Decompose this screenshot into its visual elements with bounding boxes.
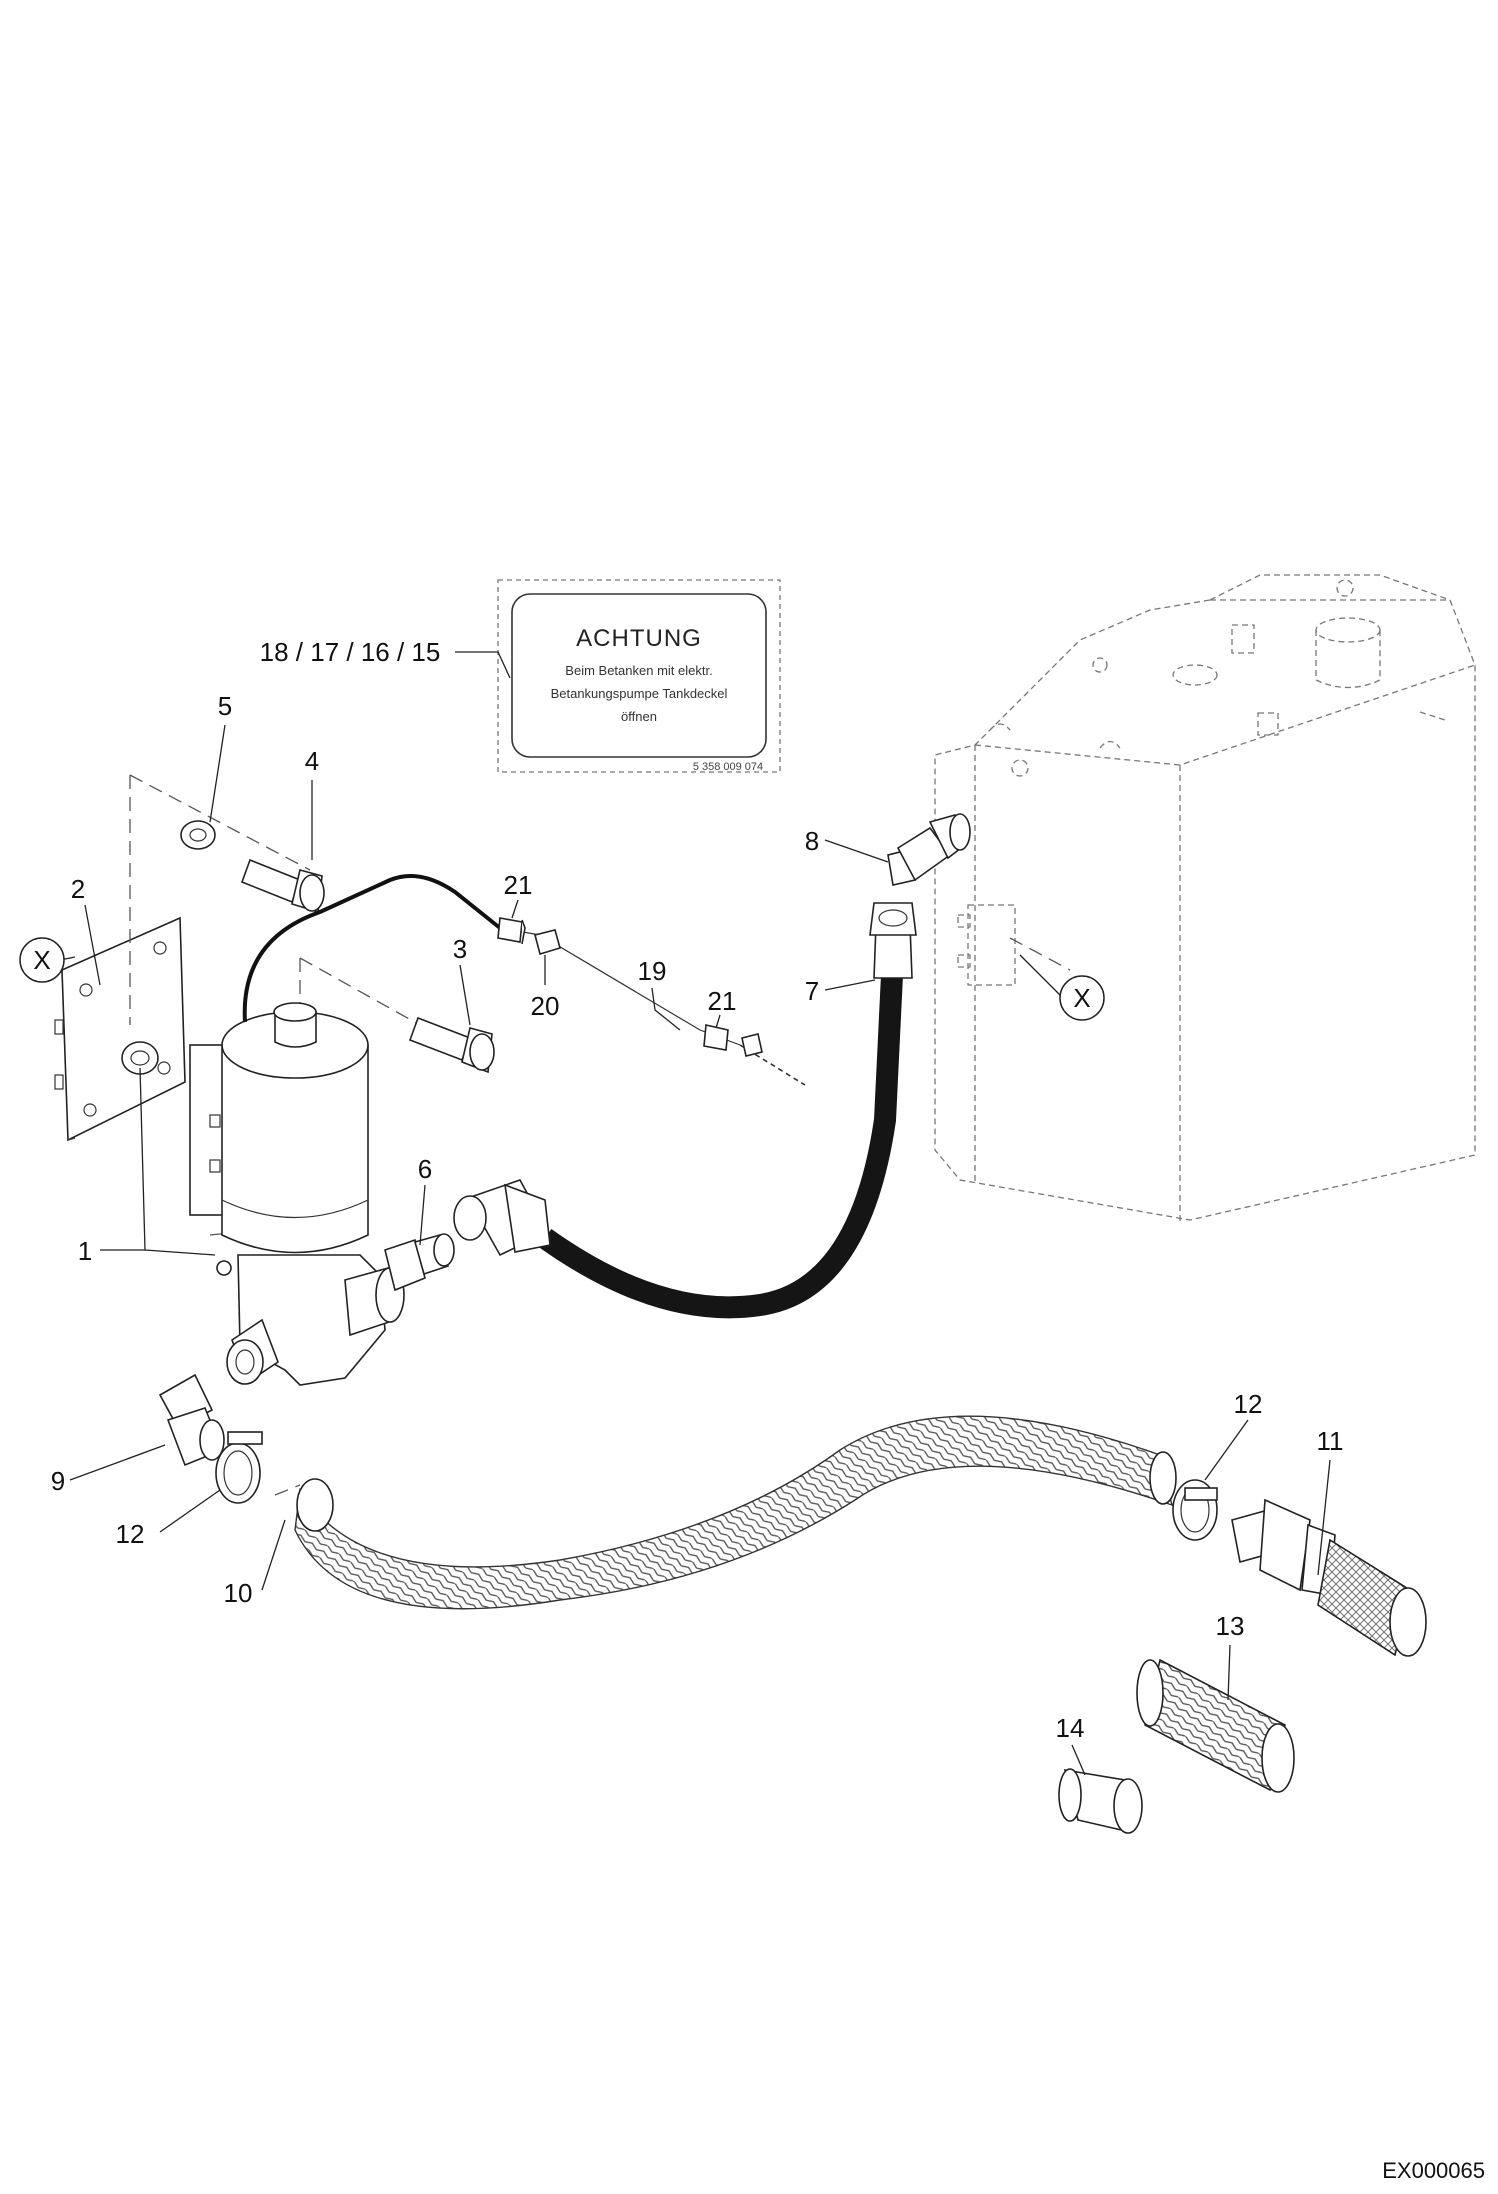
callout-19: 19 — [638, 956, 667, 986]
callout-11: 11 — [1317, 1426, 1344, 1456]
alignment-line-7 — [1009, 937, 1071, 971]
fuel-pump — [189, 1002, 405, 1386]
warning-line-1: Beim Betanken mit elektr. — [565, 663, 712, 678]
callout-5: 5 — [218, 691, 232, 721]
alignment-line-2 — [129, 774, 311, 871]
callout-4: 4 — [305, 746, 319, 776]
screw-3 — [408, 1016, 495, 1074]
callout-3: 3 — [453, 934, 467, 964]
protective-cap-14 — [1058, 1768, 1143, 1834]
callout-21-a: 21 — [504, 870, 533, 900]
callout-6: 6 — [418, 1154, 432, 1184]
filter-sleeve-13 — [1136, 1658, 1295, 1793]
alignment-line-6 — [274, 1484, 301, 1496]
warning-title: ACHTUNG — [576, 625, 702, 652]
reference-marker-right: X — [1019, 954, 1105, 1021]
washer-5 — [180, 820, 216, 850]
nipple-6 — [384, 1233, 455, 1292]
alignment-line-3 — [299, 957, 421, 1026]
pressure-hose-7 — [453, 902, 917, 1319]
callout-21-b: 21 — [708, 986, 737, 1016]
hose-clamp-12-left — [215, 1431, 263, 1504]
callout-10: 10 — [224, 1578, 253, 1608]
warning-line-3: öffnen — [621, 709, 657, 724]
wire-harness-19 — [242, 874, 806, 1086]
warning-label: ACHTUNG Beim Betanken mit elektr. Betank… — [497, 579, 781, 773]
braided-suction-hose-10 — [294, 1415, 1177, 1610]
callout-12-left: 12 — [116, 1519, 145, 1549]
drawing-id: EX000065 — [1382, 2158, 1485, 2183]
reference-x-right: X — [1073, 983, 1090, 1013]
warning-code: 5 358 009 074 — [693, 761, 763, 773]
reference-marker-left: X — [19, 937, 76, 983]
callout-2: 2 — [71, 874, 85, 904]
callout-18-17-16-15: 18 / 17 / 16 / 15 — [260, 637, 441, 667]
screw-4 — [240, 858, 325, 914]
callout-8: 8 — [805, 826, 819, 856]
callout-14: 14 — [1056, 1713, 1085, 1743]
suction-strainer-11 — [1231, 1498, 1427, 1657]
mounting-plate — [54, 916, 186, 1142]
reference-x-left: X — [33, 945, 50, 975]
fuel-tank — [934, 574, 1476, 1225]
callouts: 1 2 3 4 5 6 7 8 9 10 11 12 12 13 14 18 /… — [51, 637, 1344, 1776]
elbow-9 — [158, 1373, 225, 1467]
callout-13: 13 — [1216, 1611, 1245, 1641]
elbow-fitting-8 — [887, 813, 971, 886]
callout-7: 7 — [805, 976, 819, 1006]
warning-line-2: Betankungspumpe Tankdeckel — [551, 686, 728, 701]
callout-9: 9 — [51, 1466, 65, 1496]
callout-20: 20 — [531, 991, 560, 1021]
callout-12-right: 12 — [1234, 1389, 1263, 1419]
callout-1: 1 — [78, 1236, 92, 1266]
hose-clamp-12-right — [1172, 1479, 1218, 1541]
